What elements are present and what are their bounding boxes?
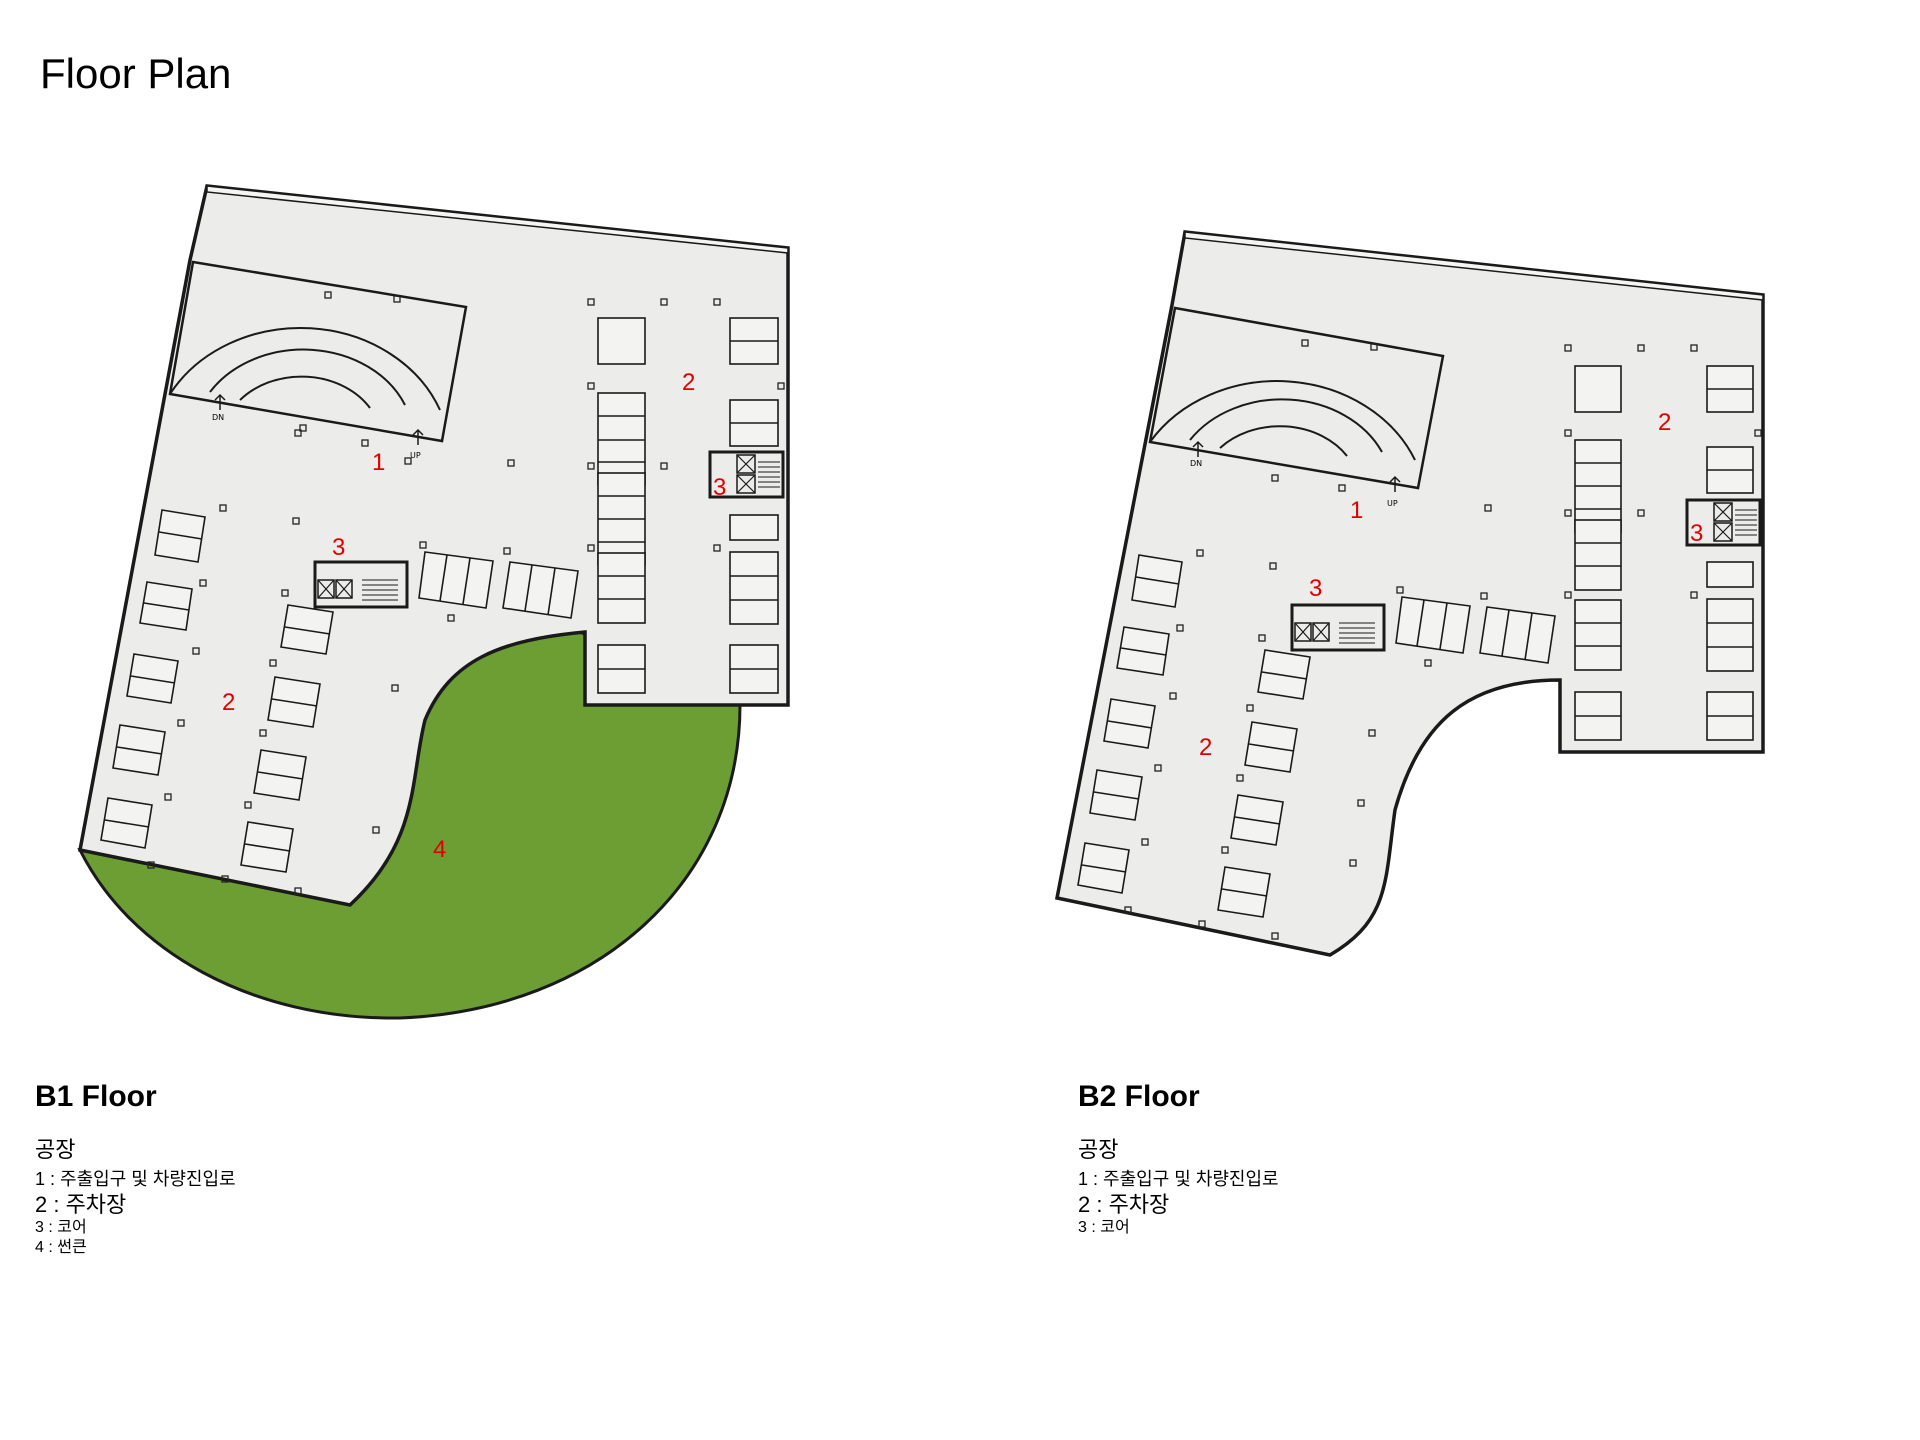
b1-legend: B1 Floor 공장 1 : 주출입구 및 차량진입로 2 : 주차장 3 :… xyxy=(35,1080,236,1258)
b2-label-1: 1 xyxy=(1350,497,1363,524)
b2-legend-item-3: 3 : 코어 xyxy=(1078,1219,1130,1236)
b1-parking-east xyxy=(597,317,779,694)
b2-legend-item-1: 1 : 주출입구 및 차량진입로 xyxy=(1078,1169,1279,1189)
b2-floor-title: B2 Floor xyxy=(1078,1080,1200,1113)
b2-parking-middle xyxy=(1395,596,1556,664)
b1-label-2a: 2 xyxy=(682,369,695,396)
b1-floor-plan: DN UP xyxy=(77,184,790,1020)
b2-columns xyxy=(1124,339,1762,940)
b1-ramp-dn: DN xyxy=(212,413,224,422)
b2-space-labels: 1 2 2 3 3 xyxy=(1199,409,1703,761)
b2-parking-east xyxy=(1574,365,1754,741)
b1-label-2b: 2 xyxy=(222,689,235,716)
b2-label-2a: 2 xyxy=(1658,409,1671,436)
b1-parking-middle xyxy=(418,551,579,619)
b1-label-3b: 3 xyxy=(713,474,726,501)
b2-ramp xyxy=(1148,306,1445,490)
b2-ramp-up: UP xyxy=(1387,499,1398,508)
b1-columns xyxy=(147,291,785,895)
b1-core-east xyxy=(708,450,785,499)
b2-label-3b: 3 xyxy=(1690,520,1703,547)
b1-label-4: 4 xyxy=(433,836,446,863)
b1-legend-item-3: 3 : 코어 xyxy=(35,1219,87,1236)
b1-floor-title: B1 Floor xyxy=(35,1080,157,1113)
page-title: Floor Plan xyxy=(40,50,232,97)
b2-ramp-dn: DN xyxy=(1190,459,1202,468)
b2-floor-plan: DN UP xyxy=(1054,230,1765,957)
b1-parking-west xyxy=(100,509,334,873)
b1-label-3a: 3 xyxy=(332,534,345,561)
b1-ramp-up: UP xyxy=(410,451,421,460)
b1-core-center xyxy=(313,560,409,609)
b2-legend-heading: 공장 xyxy=(1078,1137,1119,1162)
b2-legend-item-2: 2 : 주차장 xyxy=(1078,1191,1170,1217)
b2-label-2b: 2 xyxy=(1199,734,1212,761)
b1-legend-item-1: 1 : 주출입구 및 차량진입로 xyxy=(35,1169,236,1189)
b2-parking-west xyxy=(1077,554,1311,918)
b1-legend-item-2: 2 : 주차장 xyxy=(35,1191,127,1217)
b1-legend-heading: 공장 xyxy=(35,1137,76,1162)
b2-label-3a: 3 xyxy=(1309,575,1322,602)
b2-legend: B2 Floor 공장 1 : 주출입구 및 차량진입로 2 : 주차장 3 :… xyxy=(1078,1080,1279,1238)
b2-core-east xyxy=(1685,498,1762,547)
b2-core-center xyxy=(1290,603,1386,652)
b1-space-labels: 1 2 2 3 3 4 xyxy=(222,369,726,863)
b1-label-1: 1 xyxy=(372,449,385,476)
b1-legend-item-4: 4 : 썬큰 xyxy=(35,1239,87,1256)
